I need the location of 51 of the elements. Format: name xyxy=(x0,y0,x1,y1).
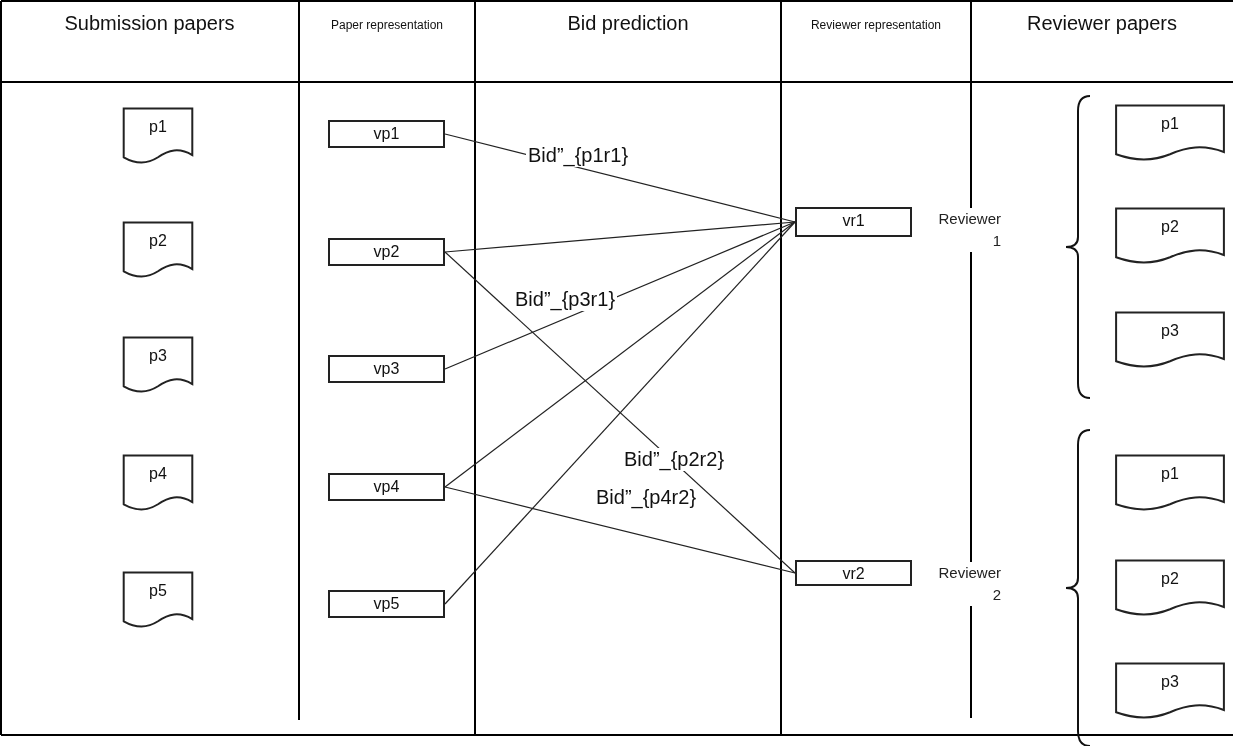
connector-line xyxy=(444,221,796,488)
column-header: Reviewer representation xyxy=(809,18,943,32)
connector-line xyxy=(444,486,796,574)
document-node xyxy=(1115,312,1225,368)
column-header: Submission papers xyxy=(63,12,236,35)
node-label: p2 xyxy=(148,232,168,250)
node-label: p5 xyxy=(148,582,168,600)
node-label: vp5 xyxy=(372,595,401,613)
node-label: vp3 xyxy=(372,360,401,378)
node-label: p3 xyxy=(148,347,168,365)
node-label: vr1 xyxy=(841,212,866,230)
connector-line xyxy=(444,251,796,574)
document-node xyxy=(1115,560,1225,616)
node-label: vp2 xyxy=(372,243,401,261)
representation-box xyxy=(328,473,445,501)
document-node xyxy=(123,108,193,164)
connector-line xyxy=(444,221,796,605)
representation-box xyxy=(328,355,445,383)
representation-box xyxy=(328,590,445,618)
node-label: p3 xyxy=(1160,322,1180,340)
node-label: vp1 xyxy=(372,125,401,143)
node-label: p1 xyxy=(1160,465,1180,483)
edge-label: Bid”_{p1r1} xyxy=(526,144,631,167)
document-node xyxy=(123,222,193,278)
connector-line xyxy=(444,221,796,370)
node-label: p3 xyxy=(1160,673,1180,691)
node-label: p2 xyxy=(1160,218,1180,236)
node-label: vr2 xyxy=(841,565,866,583)
node-label: p1 xyxy=(1160,115,1180,133)
representation-box xyxy=(328,238,445,266)
document-node xyxy=(1115,105,1225,161)
representation-box xyxy=(795,207,912,237)
node-label: p4 xyxy=(148,465,168,483)
column-header: Reviewer papers xyxy=(1025,12,1179,35)
edge-label: Bid”_{p3r1} xyxy=(513,288,618,311)
column-header: Bid prediction xyxy=(566,12,690,35)
document-node xyxy=(123,455,193,511)
document-node xyxy=(1115,208,1225,264)
edge-label: Bid”_{p2r2} xyxy=(622,448,727,471)
edge-label: Bid”_{p4r2} xyxy=(594,486,699,509)
document-node xyxy=(123,337,193,393)
document-node xyxy=(1115,663,1225,719)
node-label: vp4 xyxy=(372,478,401,496)
node-label: p1 xyxy=(148,118,168,136)
node-label: p2 xyxy=(1160,570,1180,588)
connector-line xyxy=(444,221,796,253)
representation-box xyxy=(795,560,912,586)
column-header: Paper representation xyxy=(329,18,445,32)
document-node xyxy=(123,572,193,628)
document-node xyxy=(1115,455,1225,511)
representation-box xyxy=(328,120,445,148)
